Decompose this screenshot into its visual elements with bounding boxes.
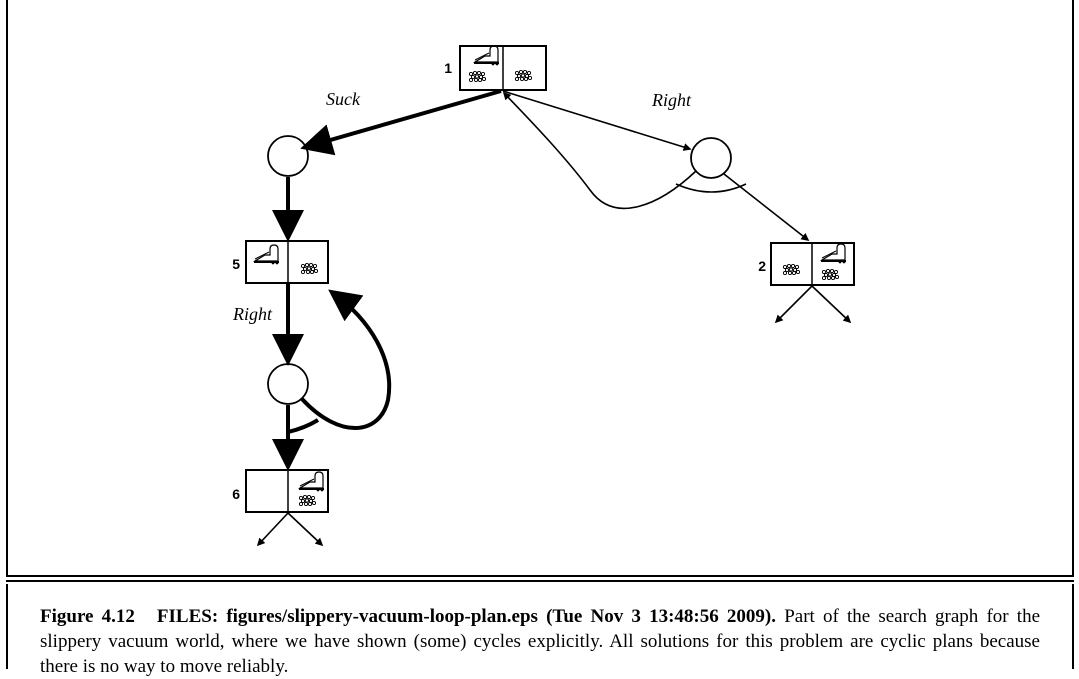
chance-node-right-top: [690, 137, 732, 179]
and-arc-mid: [287, 418, 320, 434]
caption-label: Figure 4.12: [40, 606, 135, 627]
state-node-5: [245, 240, 329, 284]
chance-node-suck: [267, 135, 309, 177]
state-number-1: 1: [444, 60, 452, 76]
edge-to-2: [723, 173, 810, 241]
edge-right-top: [502, 90, 692, 151]
state-number-6: 6: [232, 486, 240, 502]
edge-stub: [287, 512, 324, 547]
edge-loop-to-1: [502, 91, 697, 209]
label-suck: Suck: [326, 89, 361, 109]
label-right-top: Right: [651, 90, 692, 110]
edge-stub: [256, 512, 289, 547]
caption-rule: [6, 580, 1074, 582]
state-node-6: [245, 469, 329, 513]
edge-stub: [774, 285, 813, 324]
label-right-mid: Right: [232, 304, 273, 324]
and-arc-right: [675, 183, 747, 193]
edge-suck: [300, 89, 502, 156]
edge-loop-to-5: [300, 289, 392, 430]
figure-caption: Figure 4.12 FILES: figures/slippery-vacuu…: [40, 604, 1040, 679]
state-node-2: [770, 242, 855, 286]
caption-text: Part of the search graph for the slipper…: [40, 606, 1041, 677]
caption-frame: [6, 584, 1074, 669]
state-node-1: [459, 45, 547, 91]
caption-title: FILES: figures/slippery-vacuum-loop-plan…: [156, 606, 776, 627]
state-number-5: 5: [232, 256, 240, 272]
chance-node-right-mid: [267, 363, 309, 405]
figure-frame: [6, 0, 1074, 577]
search-graph-diagram: 1 5 2 6: [232, 45, 855, 547]
state-number-2: 2: [758, 258, 766, 274]
edge-stub: [811, 285, 852, 324]
